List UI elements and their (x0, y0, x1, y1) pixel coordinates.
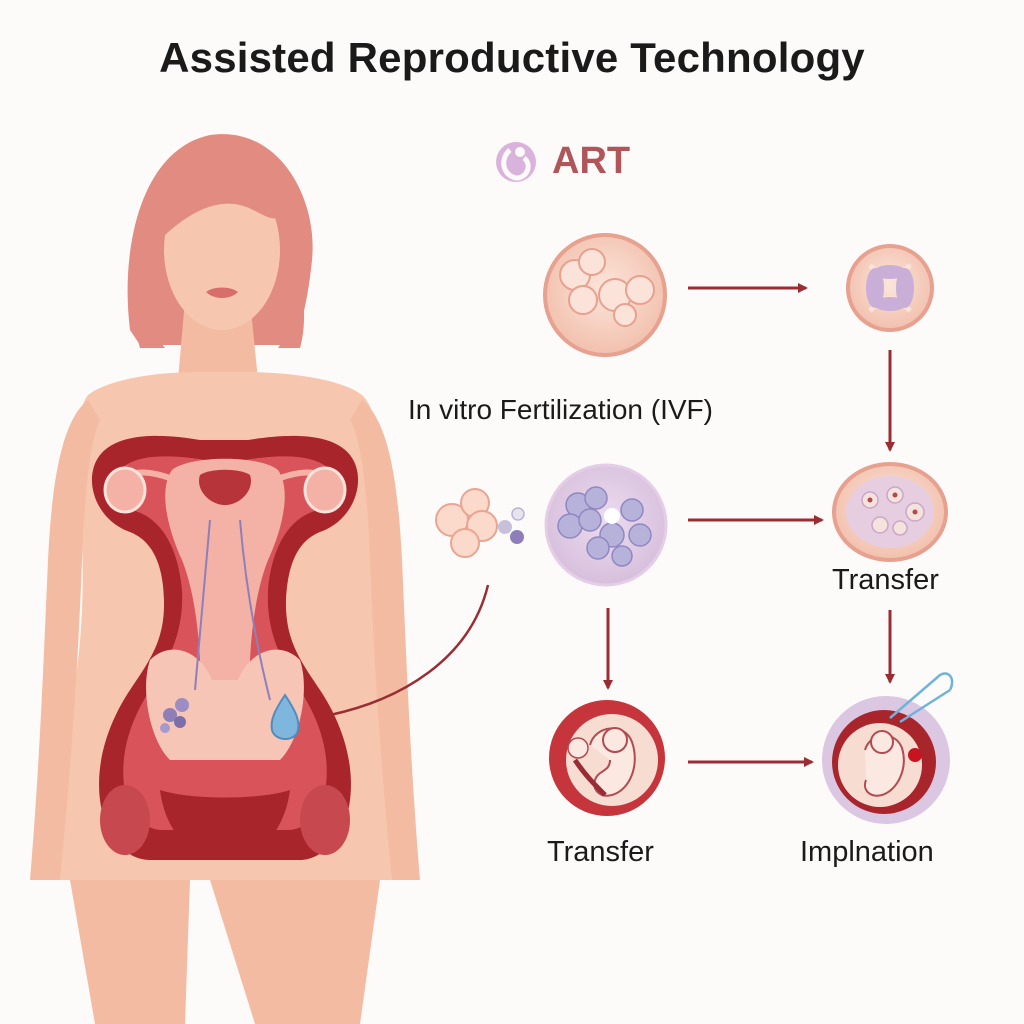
hair-bangs (160, 160, 285, 240)
embryo-transfer-stage (832, 462, 948, 562)
art-logo-label: ART (552, 140, 631, 182)
droplet-icon (270, 693, 300, 740)
embryo-cluster-stage (435, 488, 525, 558)
transfer-label-right: Transfer (832, 564, 939, 596)
implantation-stage (822, 672, 954, 824)
right-ovary (303, 466, 347, 514)
female-body-illustration (30, 134, 420, 1024)
uterus-anatomy (91, 435, 359, 860)
implantation-label: Implnation (800, 836, 934, 868)
page-title: Assisted Reproductive Technology (159, 34, 865, 81)
egg-cluster-icon (160, 698, 189, 733)
egg-cell-stage (543, 233, 667, 357)
lips (206, 287, 238, 298)
flow-arrows (603, 283, 895, 767)
transfer-label-bottom: Transfer (547, 836, 654, 868)
left-ovary (103, 466, 147, 514)
right-arm (350, 400, 420, 880)
ivf-label: In vitro Fertilization (IVF) (408, 394, 713, 425)
art-logo-icon (496, 142, 536, 182)
catheter-icon (889, 672, 954, 724)
dividing-cell-stage (846, 244, 934, 332)
fetus-transfer-stage (549, 700, 665, 816)
connector-line (329, 584, 490, 717)
legs (70, 880, 380, 1024)
fertilization-stage (544, 463, 668, 587)
left-arm (30, 400, 100, 880)
